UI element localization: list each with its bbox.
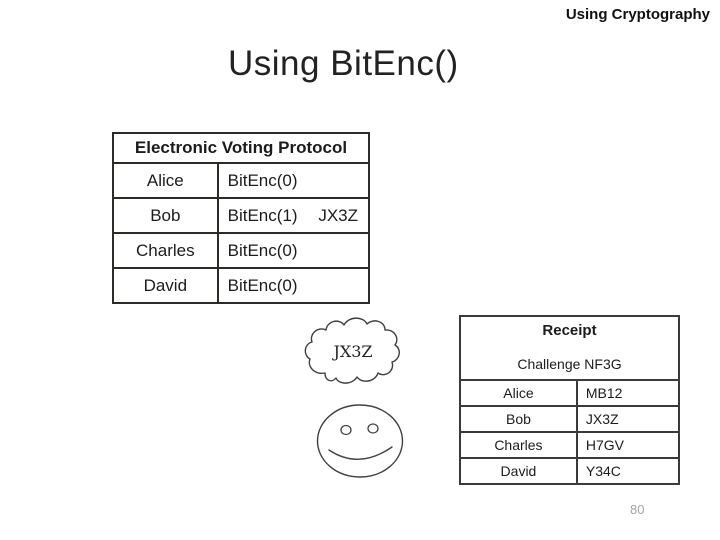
- voter-name: Alice: [112, 162, 219, 199]
- running-header: Using Cryptography: [565, 6, 710, 23]
- vote-value: BitEnc(1): [227, 205, 298, 225]
- vote-value: BitEnc(0): [227, 240, 298, 260]
- cloud-icon: [304, 317, 400, 384]
- vote-value: BitEnc(0): [227, 170, 298, 190]
- vote-value-cell: BitEnc(0): [216, 267, 371, 304]
- table-row: Alice MB12: [459, 379, 681, 407]
- receipt-name: Alice: [459, 379, 578, 407]
- page-number: 80: [630, 502, 645, 517]
- table-row: David Y34C: [459, 457, 681, 485]
- receipt-code: JX3Z: [575, 405, 681, 433]
- receipt-table: Receipt Challenge NF3G Alice MB12 Bob JX…: [459, 315, 681, 485]
- receipt-code: Y34C: [575, 457, 681, 485]
- receipt-code: H7GV: [575, 431, 681, 459]
- smiley-icon: [316, 404, 404, 478]
- vote-value-cell: BitEnc(0): [216, 162, 371, 199]
- vote-value-cell: BitEnc(0): [216, 232, 371, 269]
- smiley-face-icon: [314, 402, 406, 480]
- voter-name: David: [112, 267, 219, 304]
- cloud-code-label: JX3Z: [333, 341, 373, 361]
- voter-name: Bob: [112, 197, 219, 234]
- voter-name: Charles: [112, 232, 219, 269]
- vote-value-cell: BitEnc(1) JX3Z: [216, 197, 371, 234]
- voting-table-title: Electronic Voting Protocol: [112, 132, 370, 164]
- receipt-code: MB12: [575, 379, 681, 407]
- receipt-name: David: [459, 457, 578, 485]
- receipt-name: Bob: [459, 405, 578, 433]
- voting-table: Electronic Voting Protocol Alice BitEnc(…: [112, 132, 371, 304]
- receipt-header-cell: Receipt Challenge NF3G: [459, 315, 680, 381]
- receipt-header-row: Receipt Challenge NF3G: [459, 315, 680, 381]
- table-row: Alice BitEnc(0): [112, 162, 371, 199]
- table-row: Charles H7GV: [459, 431, 681, 459]
- receipt-title: Receipt: [542, 322, 597, 339]
- voting-table-header-row: Electronic Voting Protocol: [112, 132, 370, 164]
- page-title: Using BitEnc(): [228, 44, 459, 83]
- receipt-name: Charles: [459, 431, 578, 459]
- table-row: Bob BitEnc(1) JX3Z: [112, 197, 371, 234]
- vote-extra: JX3Z: [318, 205, 358, 225]
- table-row: Charles BitEnc(0): [112, 232, 371, 269]
- table-row: David BitEnc(0): [112, 267, 371, 304]
- thought-cloud-icon: JX3Z: [301, 311, 405, 397]
- receipt-challenge: Challenge NF3G: [517, 356, 622, 372]
- table-row: Bob JX3Z: [459, 405, 681, 433]
- vote-value: BitEnc(0): [227, 275, 298, 295]
